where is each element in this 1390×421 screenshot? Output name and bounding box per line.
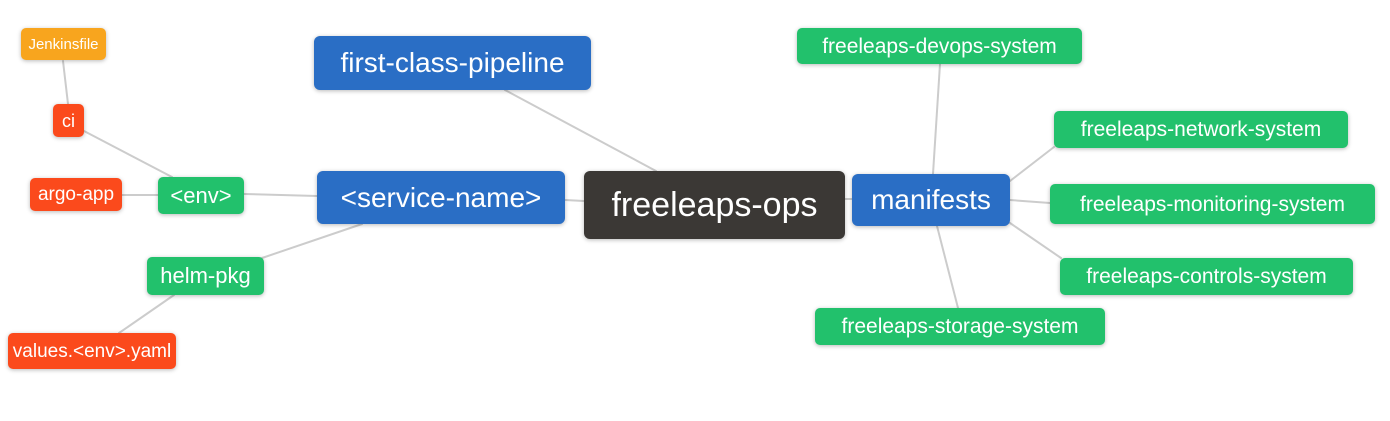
mindmap-node-manifests[interactable]: manifests [852,174,1010,226]
edge-first-class-pipeline-to-freeleaps-ops [504,89,657,172]
mindmap-node-freeleaps-devops-system[interactable]: freeleaps-devops-system [797,28,1082,64]
mindmap-node-freeleaps-storage-system[interactable]: freeleaps-storage-system [815,308,1105,345]
edge-manifests-to-freeleaps-controls-system [1009,222,1062,259]
mindmap-node-jenkinsfile[interactable]: Jenkinsfile [21,28,106,60]
mindmap-node-freeleaps-controls-system[interactable]: freeleaps-controls-system [1060,258,1353,295]
mindmap-node-first-class-pipeline[interactable]: first-class-pipeline [314,36,591,90]
edge-env-to-service-name [243,193,318,197]
edge-jenkinsfile-to-ci [62,60,69,105]
mindmap-node-ci[interactable]: ci [53,104,84,137]
edge-ci-to-env [83,130,173,178]
edge-service-name-to-helm-pkg [261,223,363,259]
edge-manifests-to-freeleaps-storage-system [936,225,959,309]
mindmap-node-freeleaps-network-system[interactable]: freeleaps-network-system [1054,111,1348,148]
edge-manifests-to-freeleaps-devops-system [932,63,941,175]
mindmap-node-freeleaps-ops[interactable]: freeleaps-ops [584,171,845,239]
edge-manifests-to-freeleaps-monitoring-system [1009,199,1051,204]
edge-helm-pkg-to-values-env-yaml [118,294,175,334]
edge-manifests-to-freeleaps-network-system [1009,146,1055,182]
mindmap-node-service-name[interactable]: <service-name> [317,171,565,224]
mindmap-node-values-env-yaml[interactable]: values.<env>.yaml [8,333,176,369]
mindmap-node-freeleaps-monitoring-system[interactable]: freeleaps-monitoring-system [1050,184,1375,224]
mindmap-node-helm-pkg[interactable]: helm-pkg [147,257,264,295]
mindmap-node-env[interactable]: <env> [158,177,244,214]
edge-service-name-to-freeleaps-ops [564,199,585,202]
mindmap-node-argo-app[interactable]: argo-app [30,178,122,211]
